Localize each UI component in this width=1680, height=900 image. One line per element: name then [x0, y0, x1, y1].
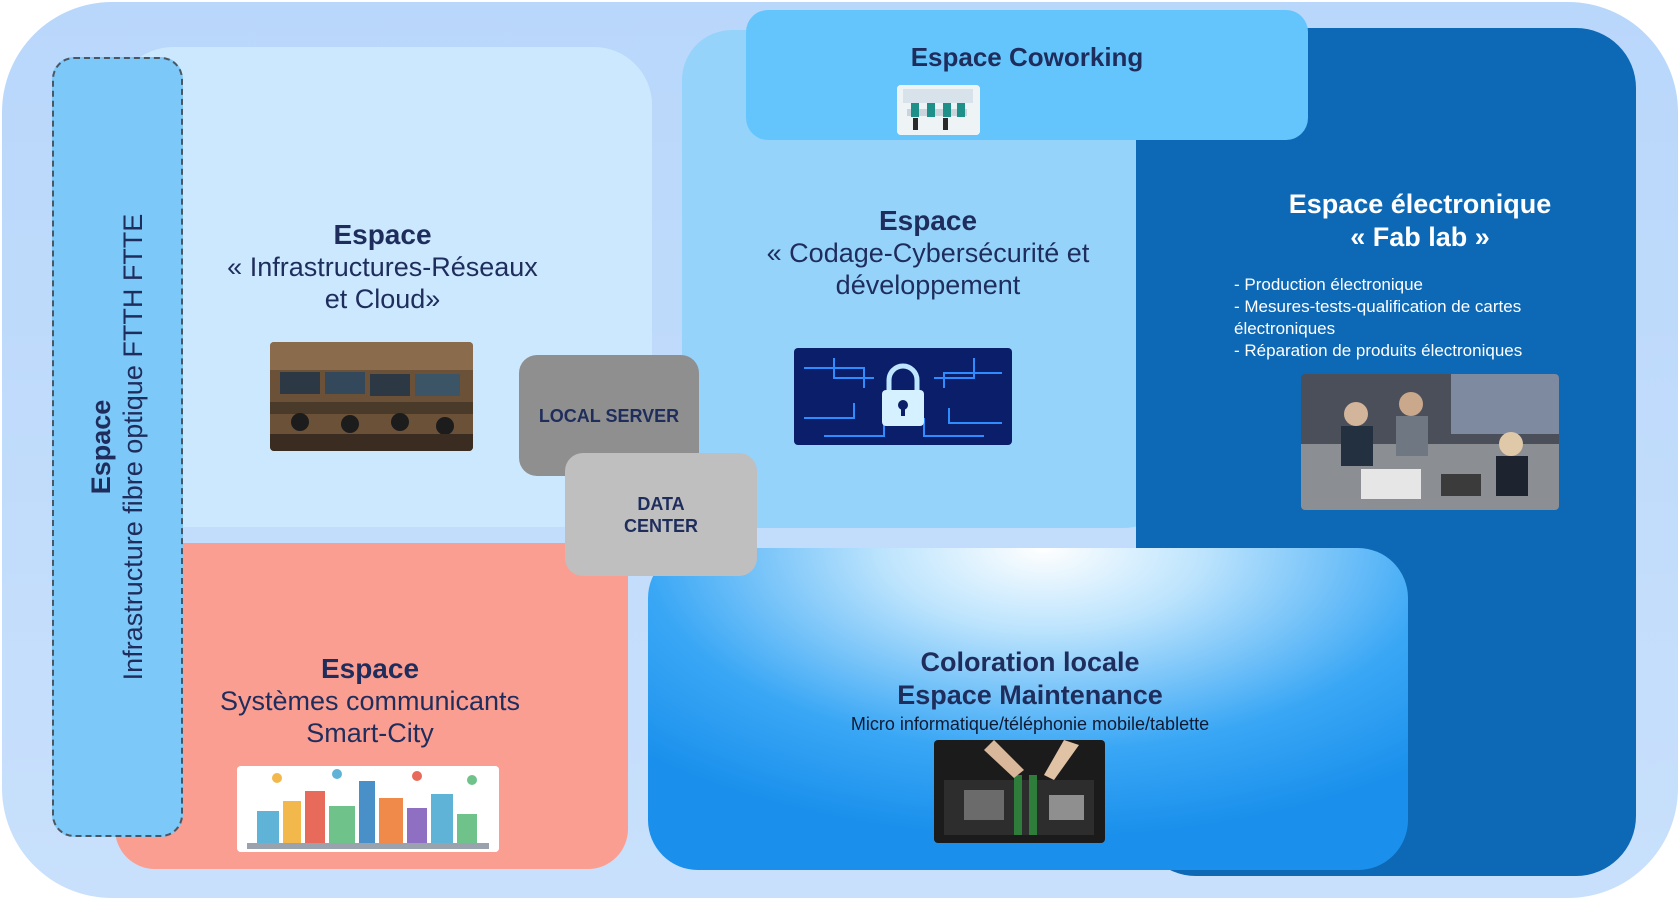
data-center-box: DATA CENTER	[565, 453, 757, 576]
smart-city-illustration	[237, 766, 499, 852]
infra-title: Espace	[333, 219, 432, 250]
infra-title-block: Espace « Infrastructures-Réseaux et Clou…	[175, 218, 590, 315]
maintenance-photo	[934, 740, 1105, 843]
fablab-list-item: - Réparation de produits électroniques	[1234, 341, 1523, 360]
coworking-photo	[897, 85, 980, 135]
fibre-subtitle: Infrastructure fibre optique FTTH FTTE	[118, 213, 148, 681]
fablab-photo	[1301, 374, 1559, 510]
local-server-label: LOCAL SERVER	[538, 405, 680, 426]
fablab-list-item: - Mesures-tests-qualification de cartes	[1234, 297, 1522, 316]
data-center-label-1: DATA	[637, 493, 685, 514]
fablab-title-block: Espace électronique « Fab lab »	[1220, 188, 1620, 254]
codage-subtitle-2: développement	[835, 270, 1021, 300]
cyber-lock-photo	[794, 348, 1012, 445]
smart-subtitle-2: Smart-City	[306, 718, 434, 748]
smart-subtitle-1: Systèmes communicants	[219, 686, 521, 716]
infra-subtitle-2: et Cloud»	[324, 284, 441, 314]
maintenance-subtitle: Espace Maintenance	[897, 680, 1163, 710]
fablab-subtitle: « Fab lab »	[1350, 222, 1490, 252]
fablab-list-item: électroniques	[1234, 319, 1336, 338]
codage-title: Espace	[878, 205, 978, 236]
smart-title: Espace	[320, 653, 420, 684]
codage-title-block: Espace « Codage-Cybersécurité et dévelop…	[738, 204, 1118, 301]
codage-subtitle-1: « Codage-Cybersécurité et	[766, 238, 1090, 268]
fablab-title: Espace électronique	[1288, 189, 1552, 219]
coworking-title: Espace Coworking	[910, 42, 1144, 72]
panel-fibre	[52, 57, 183, 837]
panel-coworking	[746, 10, 1308, 140]
maintenance-description: Micro informatique/téléphonie mobile/tab…	[850, 714, 1210, 734]
control-room-photo	[270, 342, 473, 451]
infra-subtitle-1: « Infrastructures-Réseaux	[227, 252, 538, 282]
fablab-list: - Production électronique - Mesures-test…	[1234, 274, 1579, 362]
fibre-title-block: Espace Infrastructure fibre optique FTTH…	[85, 67, 149, 827]
fibre-title: Espace	[86, 399, 116, 495]
fablab-list-item: - Production électronique	[1234, 275, 1424, 294]
maintenance-title: Coloration locale	[920, 647, 1140, 677]
maintenance-title-block: Coloration locale Espace Maintenance Mic…	[760, 646, 1300, 736]
smart-title-block: Espace Systèmes communicants Smart-City	[190, 652, 550, 749]
data-center-label-2: CENTER	[623, 515, 698, 536]
